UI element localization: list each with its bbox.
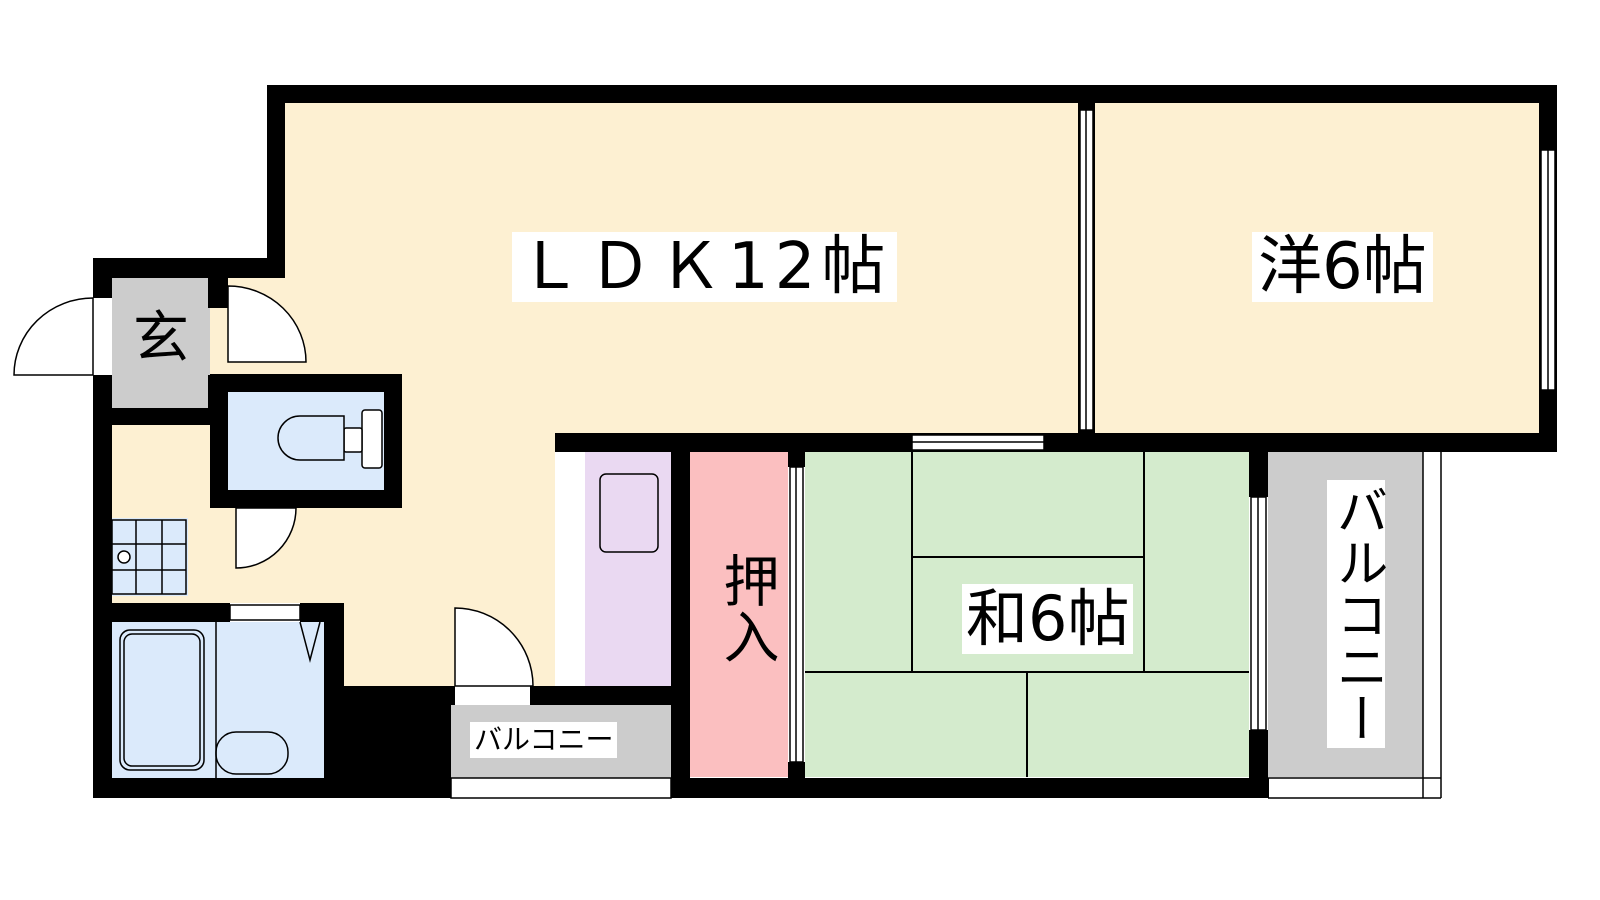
toilet-fixture bbox=[277, 409, 383, 469]
western-room-label: 洋6帖 bbox=[1252, 232, 1433, 302]
front-door bbox=[13, 297, 94, 376]
closet-floor bbox=[690, 452, 788, 777]
balcony-door bbox=[454, 607, 534, 687]
bathtub-fixture bbox=[119, 629, 205, 771]
kitchen-sink-fixture bbox=[599, 473, 659, 553]
entrance-inner-door bbox=[227, 285, 307, 363]
balcony-railings bbox=[450, 452, 1442, 799]
windows bbox=[229, 109, 1556, 763]
right-balcony-label: バルコニー bbox=[1327, 480, 1387, 748]
small-balcony-label: バルコニー bbox=[470, 722, 618, 758]
closet-label: 押入 bbox=[714, 552, 779, 664]
tatami-lines bbox=[805, 452, 1249, 777]
entrance-label: 玄 bbox=[133, 306, 189, 371]
ldk-label: ＬＤＫ12帖 bbox=[512, 232, 898, 302]
washbasin-fixture bbox=[111, 519, 187, 595]
entrance-floor bbox=[112, 278, 210, 408]
toilet-door bbox=[235, 507, 297, 569]
bath-door-swing bbox=[299, 621, 321, 663]
bath-basin-fixture bbox=[215, 731, 289, 775]
bath-door bbox=[229, 604, 301, 621]
fixtures bbox=[111, 409, 659, 778]
japanese-room-label: 和6帖 bbox=[962, 584, 1134, 654]
door-swings bbox=[13, 285, 534, 687]
